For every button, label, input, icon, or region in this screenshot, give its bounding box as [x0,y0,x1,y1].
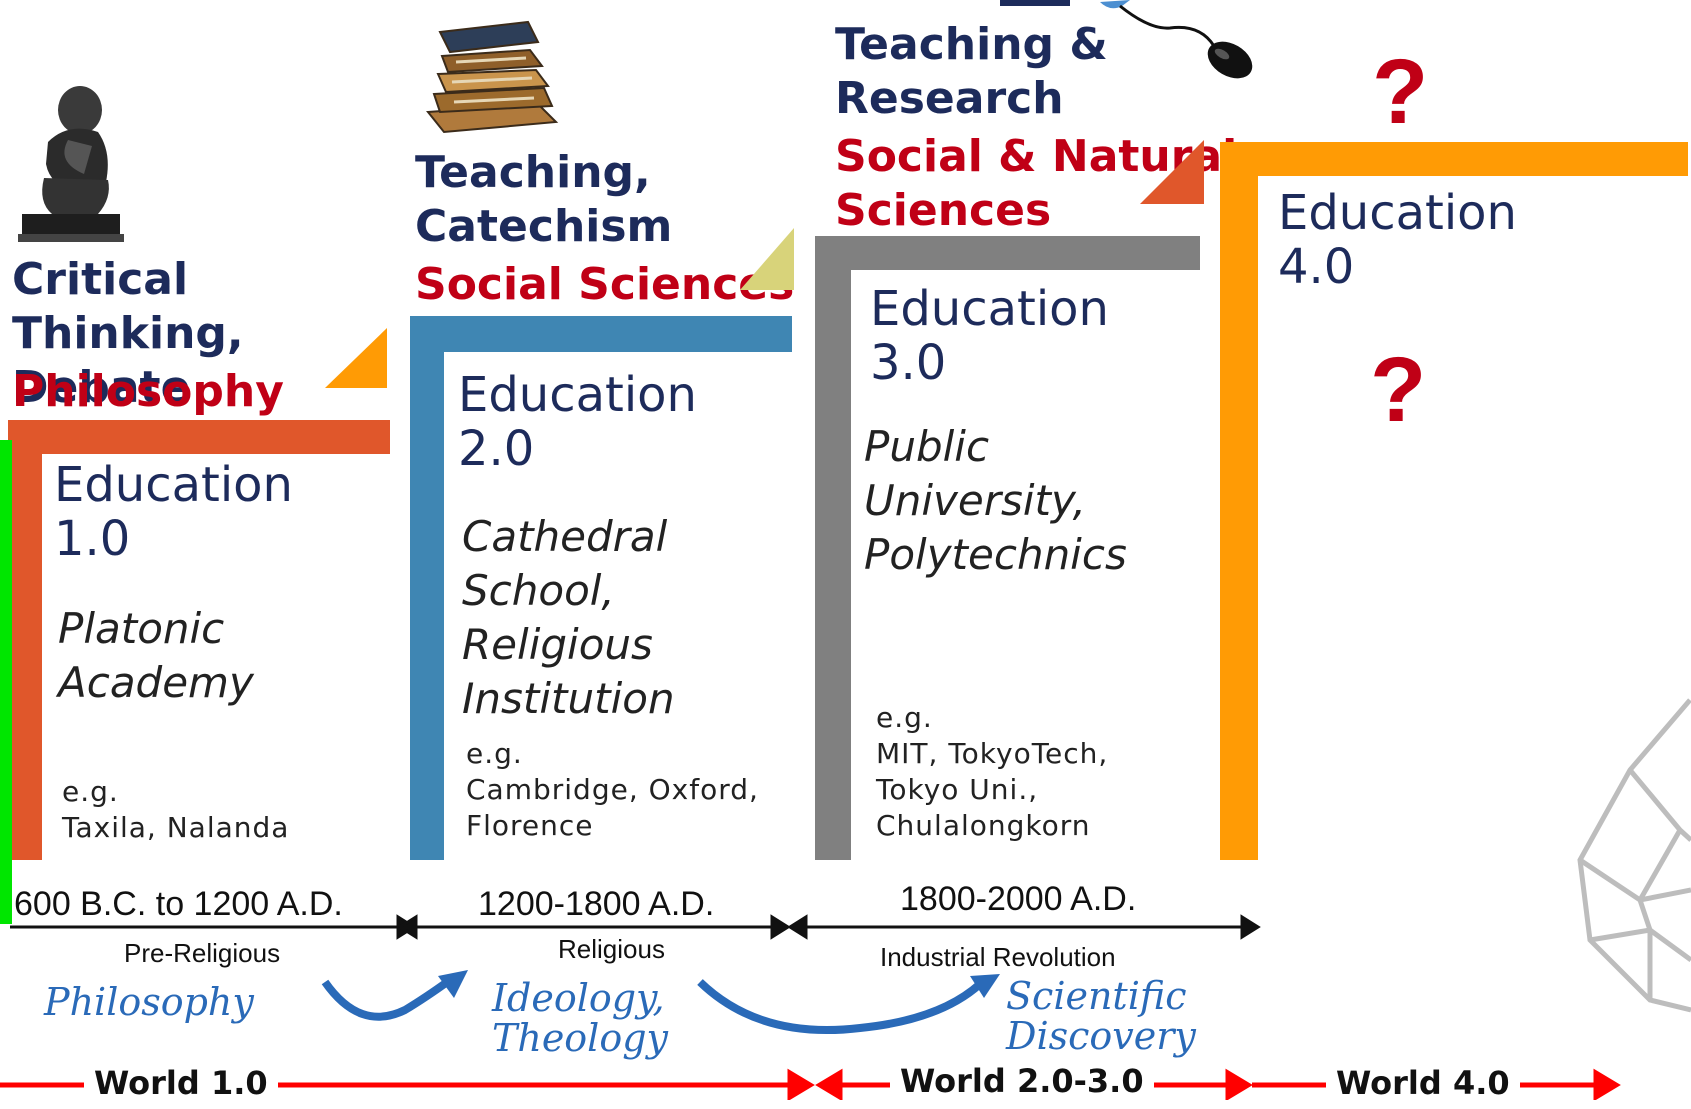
stage1-examples: e.g. Taxila, Nalanda [62,775,290,844]
crystal-decoration-icon [1577,698,1691,1013]
world-4-label: World 4.0 [1326,1064,1520,1102]
stage2-subject: Social Sciences [415,259,795,310]
period-1: 600 B.C. to 1200 A.D. [14,885,343,923]
stage2-top-bar [410,316,792,352]
timeline-arrows [10,914,1261,940]
selection-highlight [0,440,12,924]
stage1-left-bar [8,420,42,860]
stage2-left-bar [410,316,444,860]
period-3: 1800-2000 A.D. [900,880,1137,918]
stage3-title: Education 3.0 [870,281,1109,391]
stage2-heading: Teaching, Catechism [415,147,673,252]
stage3-examples: e.g. MIT, TokyoTech, Tokyo Uni., Chulalo… [876,701,1109,842]
stack-of-books-icon [426,20,559,134]
stage4-top-bar [1220,142,1688,176]
stage1-heading: Critical Thinking, Debate [12,254,244,413]
thinker-statue-icon [18,86,124,242]
stage2-title: Education 2.0 [458,367,697,477]
stage3-top-bar [815,236,1200,270]
stage2-examples: e.g. Cambridge, Oxford, Florence [466,737,759,842]
stage2-corner-triangle [740,228,794,290]
stage1-top-bar [8,420,390,454]
stage3-institution: Public University, Polytechnics [864,422,1127,579]
stage1-title: Education 1.0 [54,457,293,567]
question-mark-middle: ? [1370,339,1427,441]
stage4-left-bar [1220,142,1258,860]
era-3: Industrial Revolution [880,942,1116,972]
stage1-corner-triangle [325,328,387,388]
stage3-heading: Teaching & Research [835,19,1108,124]
era-1: Pre-Religious [124,938,281,968]
stage1-institution: Platonic Academy [58,604,254,707]
transition-arrows [321,970,1000,1034]
stage3-left-bar [815,236,851,860]
era-2: Religious [558,934,665,964]
stage2-institution: Cathedral School, Religious Institution [462,512,675,723]
world-2-3-label: World 2.0-3.0 [890,1062,1154,1100]
question-mark-top: ? [1372,41,1429,143]
stage4-title: Education 4.0 [1278,185,1517,295]
theme-1: Philosophy [44,980,254,1024]
theme-2: Ideology, Theology [492,976,669,1060]
theme-3: Scientific Discovery [1006,974,1196,1058]
stage3-subject: Social & Natural Sciences [835,131,1238,236]
computer-mouse-icon [1000,0,1253,79]
period-2: 1200-1800 A.D. [478,885,715,923]
world-1-label: World 1.0 [84,1064,278,1102]
stage3-corner-triangle [1140,140,1204,204]
stage1-subject: Philosophy [12,366,284,417]
